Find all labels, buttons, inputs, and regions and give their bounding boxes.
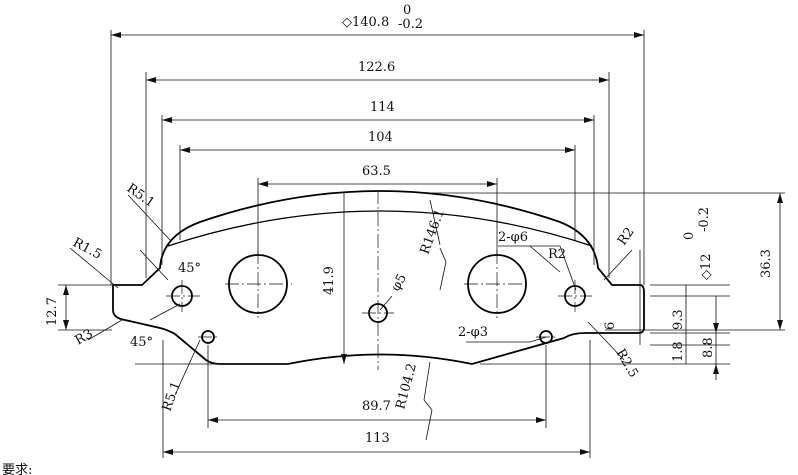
- leader-lines: [69, 194, 633, 441]
- vertical-dimensions: [63, 193, 783, 380]
- dim-114: 114: [370, 100, 395, 115]
- hole-5-label: φ5: [388, 271, 410, 294]
- dim-12-tol-upper: 0: [682, 232, 697, 240]
- center-lines: [166, 190, 592, 370]
- part-outline: [112, 190, 645, 365]
- dim-63-5: 63.5: [362, 164, 391, 179]
- dim-12: ◇12: [699, 253, 714, 280]
- dim-12-7: 12.7: [45, 297, 60, 326]
- dim-overall-width: ◇140.8: [342, 15, 389, 30]
- dim-104: 104: [368, 130, 393, 145]
- dim-41-9: 41.9: [322, 266, 337, 295]
- radius-5-1-top: R5.1: [124, 181, 158, 211]
- dim-overall-tol-lower: -0.2: [398, 17, 423, 32]
- dim-1-8: 1.8: [671, 341, 686, 362]
- radius-1-5: R1.5: [70, 235, 104, 263]
- dim-113: 113: [365, 431, 390, 446]
- holes-6-label: 2-φ6: [498, 230, 528, 245]
- dim-89-7: 89.7: [362, 399, 391, 414]
- holes: [171, 254, 586, 344]
- radius-2-b: R2: [615, 225, 638, 248]
- dim-36-3: 36.3: [759, 249, 774, 278]
- dim-122-6: 122.6: [358, 60, 395, 75]
- dim-12-tol-lower: -0.2: [697, 207, 712, 232]
- footer-note: 要求:: [2, 463, 32, 475]
- angle-bottom: 45°: [130, 335, 153, 350]
- dim-9-3: 9.3: [671, 309, 686, 330]
- horizontal-dimensions: [111, 32, 644, 455]
- dimension-labels: ◇140.8 0 -0.2 122.6 114 104 63.5 89.7 11…: [2, 3, 774, 475]
- extension-lines: [58, 30, 785, 458]
- radius-146-1: R146.1: [418, 207, 448, 256]
- dim-6: 6: [603, 322, 618, 330]
- dim-overall-tol-upper: 0: [403, 3, 411, 18]
- radius-104-2: R104.2: [393, 362, 420, 411]
- dim-8-8: 8.8: [701, 337, 716, 358]
- holes-3-label: 2-φ3: [458, 325, 488, 340]
- radius-2-a: R2: [548, 247, 566, 262]
- angle-top: 45°: [178, 261, 201, 276]
- radius-2-5: R2.5: [613, 347, 641, 381]
